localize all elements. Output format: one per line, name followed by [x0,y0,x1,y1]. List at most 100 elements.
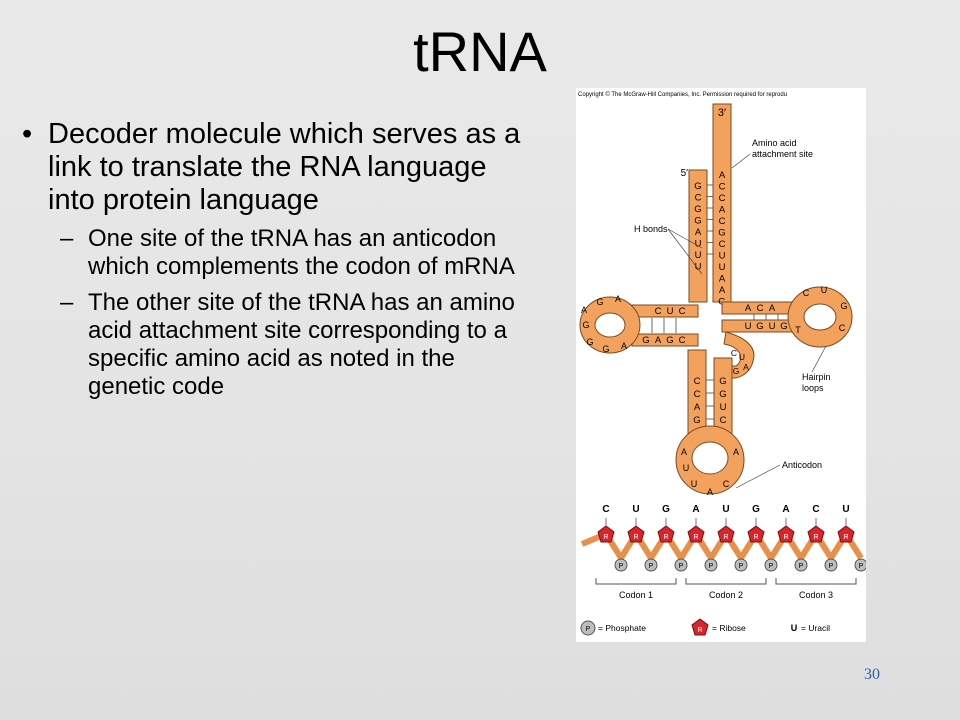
base-label: G [596,297,603,307]
base-label: U [667,306,674,317]
sub-bullet: – The other site of the tRNA has an amin… [22,289,522,401]
base-label: A [733,447,739,457]
base-label: G [719,389,726,400]
trna-diagram: Copyright © The McGraw-Hill Companies, I… [578,91,866,636]
base-label: U [745,321,752,332]
base-label: A [681,447,687,457]
base-label: C [723,479,730,489]
base-label: A [621,341,627,351]
codon-bracket [775,578,857,585]
base-label: G [694,181,701,192]
base-label: U [821,285,828,295]
sub-bullet-list: – One site of the tRNA has an anticodon … [22,225,522,401]
acceptor-stem-left-strand [688,169,708,303]
base-label: U [683,463,690,473]
ribose-pentagon [747,525,765,543]
phosphate-symbol: P [799,563,804,570]
phosphate-circle [764,558,778,572]
ribose-symbol: R [723,534,728,541]
key-uracil-label: = Uracil [801,623,830,633]
base-label: G [693,415,700,426]
phosphate-circle [794,558,808,572]
base-label: A [719,205,726,216]
ribose-pentagon [837,525,855,543]
base-label: G [642,335,649,346]
mrna-base-label: G [662,504,670,515]
phosphate-circle [614,558,628,572]
key-ribose-symbol: R [697,627,702,634]
codon-label: Codon 3 [799,590,833,600]
mrna-base-label: U [842,504,849,515]
base-label: U [739,352,745,362]
base-label: G [586,337,593,347]
base-label: U [695,239,702,250]
base-label: G [718,228,725,239]
base-label: A [695,227,702,238]
base-label: A [707,487,713,497]
ribose-symbol: R [813,534,818,541]
dash-marker: – [60,225,74,252]
phosphate-circle [704,558,718,572]
base-label: C [720,415,727,426]
copyright-text: Copyright © The McGraw-Hill Companies, I… [578,91,787,98]
base-label: U [691,479,698,489]
base-label: C [679,306,686,317]
mrna-base-label: G [752,504,760,515]
ribose-symbol: R [693,534,698,541]
key-ribose-pentagon [691,618,709,636]
base-label: C [719,216,726,227]
amino-acid-site-label: Amino acid [752,138,797,148]
base-label: G [840,301,847,311]
anticodon-loop-hole [691,441,729,475]
ribose-symbol: R [633,534,638,541]
base-label: G [719,376,726,387]
base-label: C [694,376,701,387]
bullet-list: • Decoder molecule which serves as a lin… [22,118,522,409]
left-loop-hole [594,312,626,338]
sub-bullet-text: One site of the tRNA has an anticodon wh… [88,225,515,280]
bullet-marker: • [22,118,33,150]
dash-marker: – [60,289,74,316]
base-label: C [839,323,846,333]
phosphate-symbol: P [649,563,654,570]
ribose-symbol: R [663,534,668,541]
base-label: A [745,303,752,314]
key-phosphate-circle [580,620,596,636]
base-label: A [719,285,726,296]
base-label: U [695,250,702,261]
codon-label: Codon 1 [619,590,653,600]
phosphate-circle [854,558,866,572]
right-loop-hole [803,303,837,331]
ribose-symbol: R [753,534,758,541]
base-label: C [719,193,726,204]
phosphate-symbol: P [769,563,774,570]
base-label: U [719,251,726,262]
base-label: U [769,321,776,332]
base-label: G [582,320,589,330]
base-label: C [679,335,686,346]
ribose-pentagon [627,525,645,543]
ribose-pentagon [717,525,735,543]
codon-bracket [595,578,677,585]
base-label: T [795,325,801,335]
base-label: C [694,389,701,400]
five-prime-label: 5′ [681,168,689,179]
phosphate-circle [734,558,748,572]
leader-line [667,228,703,275]
base-label: C [655,306,662,317]
base-label: A [694,402,701,413]
base-label: G [756,321,763,332]
ribose-symbol: R [843,534,848,541]
base-label: G [780,321,787,332]
phosphate-symbol: P [619,563,624,570]
hairpin-loops-label: loops [802,383,824,393]
sub-bullet: – One site of the tRNA has an anticodon … [22,225,522,281]
h-bonds-label: H bonds [634,224,668,234]
base-label: A [743,362,749,372]
codon-label: Codon 2 [709,590,743,600]
base-label: A [769,303,776,314]
base-label: C [803,288,810,298]
page-number: 30 [864,666,880,683]
ribose-pentagon [657,525,675,543]
base-label: A [615,294,621,304]
